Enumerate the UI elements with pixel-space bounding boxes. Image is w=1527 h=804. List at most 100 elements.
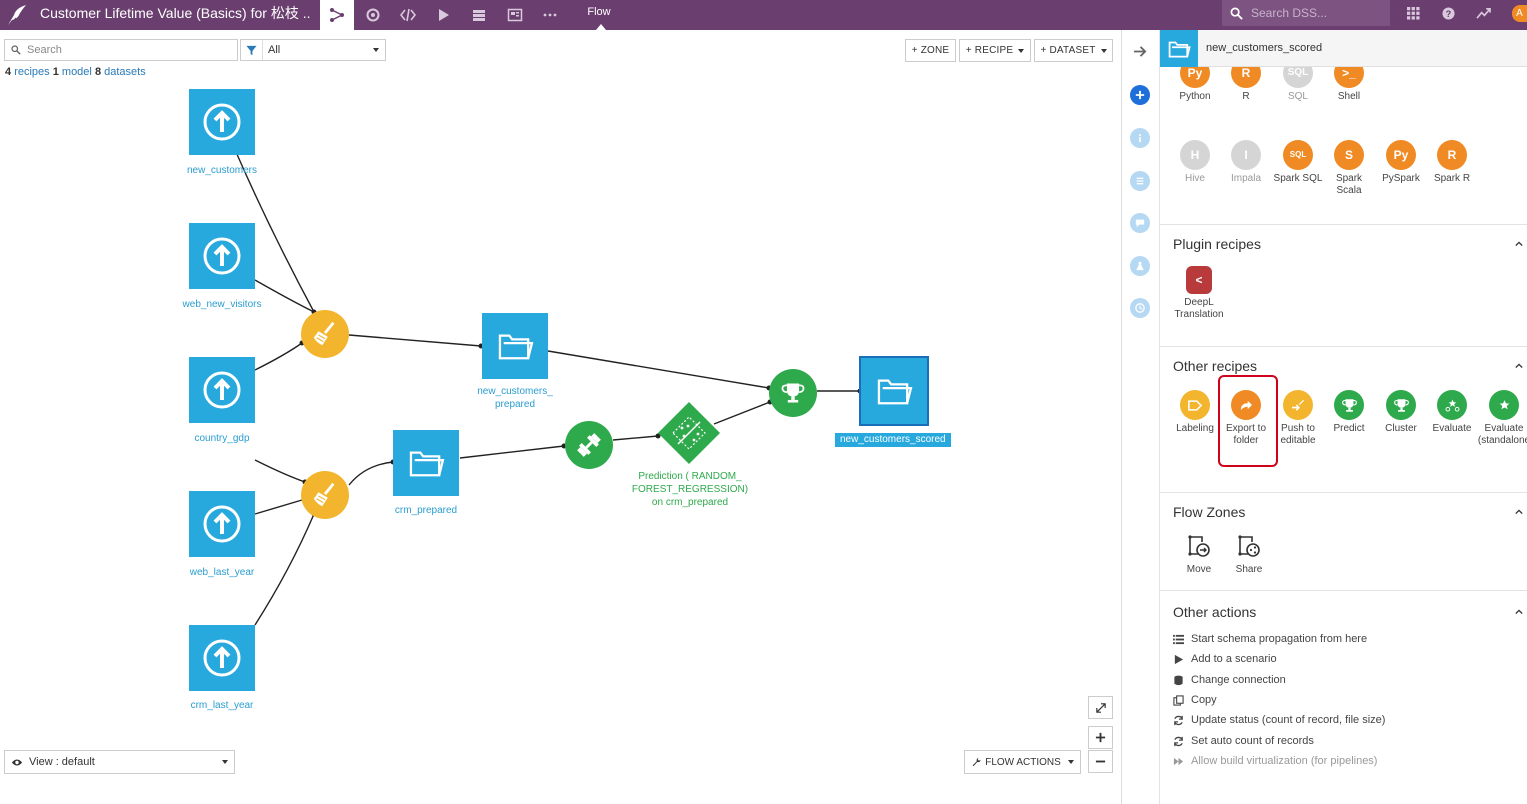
datasets-count-link[interactable]: datasets bbox=[104, 66, 146, 78]
dataset-web-new-visitors[interactable] bbox=[189, 223, 255, 289]
folder-label[interactable]: new_customers_ prepared bbox=[445, 385, 585, 411]
flow-actions-button[interactable]: FLOW ACTIONS bbox=[964, 750, 1081, 774]
spark-r-recipe[interactable]: R Spark R bbox=[1426, 140, 1478, 185]
collapse-panel-arrow-icon[interactable] bbox=[1130, 41, 1150, 61]
zoom-in-button[interactable] bbox=[1088, 726, 1113, 749]
add-dataset-button[interactable]: + DATASET bbox=[1034, 39, 1113, 62]
more-nav-icon[interactable] bbox=[533, 0, 567, 30]
folder-label-line1: new_customers_ bbox=[477, 386, 553, 397]
flow-canvas[interactable]: new_customers web_new_visitors country_g… bbox=[0, 80, 1120, 773]
chevron-up-icon[interactable] bbox=[1515, 362, 1523, 370]
copy-action[interactable]: Copy bbox=[1173, 694, 1217, 706]
saved-model-label[interactable]: Prediction ( RANDOM_ FOREST_REGRESSION) … bbox=[625, 470, 755, 509]
discussion-icon[interactable] bbox=[1130, 213, 1150, 233]
recipe-label: Predict bbox=[1333, 423, 1365, 434]
cluster-recipe[interactable]: Cluster bbox=[1375, 390, 1427, 435]
evaluate-standalone-recipe[interactable]: Evaluate (standalone bbox=[1476, 390, 1527, 447]
dataset-label[interactable]: web_last_year bbox=[189, 567, 255, 578]
dataset-label[interactable]: web_new_visitors bbox=[182, 299, 262, 310]
lab-nav-icon[interactable] bbox=[356, 0, 390, 30]
add-to-scenario-action[interactable]: Add to a scenario bbox=[1173, 653, 1277, 665]
predict-recipe[interactable]: Predict bbox=[1323, 390, 1375, 435]
allow-build-virtualization-action[interactable]: Allow build virtualization (for pipeline… bbox=[1173, 755, 1377, 767]
folder-new-customers-scored[interactable] bbox=[859, 356, 929, 426]
prepare-recipe-2[interactable] bbox=[301, 471, 349, 519]
section-divider bbox=[1160, 590, 1527, 591]
user-avatar[interactable]: A bbox=[1512, 5, 1527, 22]
dataset-new-customers[interactable] bbox=[189, 89, 255, 155]
folder-icon bbox=[498, 334, 534, 360]
change-connection-action[interactable]: Change connection bbox=[1173, 674, 1286, 686]
add-recipe-button[interactable]: + RECIPE bbox=[959, 39, 1031, 62]
selected-folder-label[interactable]: new_customers_scored bbox=[835, 433, 951, 447]
model-count-link[interactable]: model bbox=[61, 66, 92, 78]
flow-search-input[interactable] bbox=[27, 44, 227, 56]
active-view-label[interactable]: Flow bbox=[587, 6, 611, 18]
dataset-label[interactable]: country_gdp bbox=[194, 433, 250, 444]
chevron-up-icon[interactable] bbox=[1515, 508, 1523, 516]
add-item-icon[interactable] bbox=[1130, 85, 1150, 105]
dashboard-nav-icon[interactable] bbox=[498, 0, 532, 30]
chevron-up-icon[interactable] bbox=[1515, 240, 1523, 248]
dataset-label[interactable]: new_customers bbox=[186, 165, 258, 176]
apps-grid-icon[interactable] bbox=[1398, 0, 1428, 26]
dataset-crm-last-year[interactable] bbox=[189, 625, 255, 691]
view-select[interactable]: View : default bbox=[4, 750, 235, 774]
prepare-recipe-1[interactable] bbox=[301, 310, 349, 358]
spark-scala-recipe[interactable]: S Spark Scala bbox=[1323, 140, 1375, 197]
set-auto-count-action[interactable]: Set auto count of records bbox=[1173, 735, 1314, 747]
score-recipe[interactable] bbox=[769, 369, 817, 417]
code-nav-icon[interactable] bbox=[391, 0, 425, 30]
other-actions-title[interactable]: Other actions bbox=[1173, 604, 1257, 620]
flow-search-box[interactable] bbox=[4, 39, 238, 61]
share-to-zone-action[interactable]: Share bbox=[1223, 534, 1275, 576]
saved-model-diamond[interactable] bbox=[658, 402, 720, 464]
hive-recipe[interactable]: H Hive bbox=[1169, 140, 1221, 185]
plugin-recipes-title[interactable]: Plugin recipes bbox=[1173, 236, 1261, 252]
deploy-nav-icon[interactable] bbox=[462, 0, 496, 30]
folder-crm-prepared[interactable] bbox=[393, 430, 459, 496]
chevron-up-icon[interactable] bbox=[1515, 608, 1523, 616]
flow-filter-select[interactable]: All bbox=[240, 39, 386, 61]
help-icon[interactable]: ? bbox=[1433, 0, 1463, 26]
spark-sql-recipe[interactable]: SQL Spark SQL bbox=[1272, 140, 1324, 185]
dataset-country-gdp[interactable] bbox=[189, 357, 255, 423]
run-nav-icon[interactable] bbox=[426, 0, 460, 30]
folder-new-customers-prepared[interactable] bbox=[482, 313, 548, 379]
push-to-editable-recipe[interactable]: Push to editable bbox=[1272, 390, 1324, 447]
panel-header: new_customers_scored bbox=[1160, 30, 1527, 67]
start-schema-propagation-action[interactable]: Start schema propagation from here bbox=[1173, 633, 1367, 645]
info-icon[interactable] bbox=[1130, 128, 1150, 148]
deepl-translation-recipe[interactable]: < DeepL Translation bbox=[1173, 266, 1225, 321]
flow-nav-icon[interactable] bbox=[320, 0, 354, 30]
zoom-fit-button[interactable] bbox=[1088, 696, 1113, 719]
dataset-label[interactable]: crm_last_year bbox=[190, 700, 254, 711]
export-to-folder-recipe[interactable]: Export to folder bbox=[1220, 390, 1272, 447]
project-title[interactable]: Customer Lifetime Value (Basics) for 松枝 … bbox=[40, 5, 310, 21]
lab-flask-icon[interactable] bbox=[1130, 256, 1150, 276]
dataiku-bird-logo-icon[interactable] bbox=[6, 3, 28, 27]
global-search-box[interactable] bbox=[1222, 0, 1390, 26]
action-label: Copy bbox=[1191, 694, 1217, 706]
activity-trend-icon[interactable] bbox=[1468, 0, 1498, 26]
add-zone-button[interactable]: + ZONE bbox=[905, 39, 956, 62]
labeling-recipe[interactable]: Labeling bbox=[1169, 390, 1221, 435]
upload-icon bbox=[203, 371, 241, 409]
flow-zones-title[interactable]: Flow Zones bbox=[1173, 504, 1246, 520]
global-search-input[interactable] bbox=[1251, 6, 1371, 20]
update-status-action[interactable]: Update status (count of record, file siz… bbox=[1173, 714, 1385, 726]
folder-label[interactable]: crm_prepared bbox=[394, 505, 458, 516]
schema-list-icon[interactable] bbox=[1130, 171, 1150, 191]
move-to-zone-action[interactable]: Move bbox=[1173, 534, 1225, 576]
impala-recipe[interactable]: I Impala bbox=[1220, 140, 1272, 185]
pyspark-recipe[interactable]: Py PySpark bbox=[1375, 140, 1427, 185]
train-recipe[interactable] bbox=[565, 421, 613, 469]
evaluate-recipe[interactable]: Evaluate bbox=[1426, 390, 1478, 435]
pyspark-icon: Py bbox=[1386, 140, 1416, 170]
other-recipes-title[interactable]: Other recipes bbox=[1173, 358, 1258, 374]
zoom-out-button[interactable] bbox=[1088, 750, 1113, 773]
timeline-clock-icon[interactable] bbox=[1130, 298, 1150, 318]
refresh-icon bbox=[1174, 715, 1183, 725]
dataset-web-last-year[interactable] bbox=[189, 491, 255, 557]
recipes-count-link[interactable]: recipes bbox=[14, 66, 50, 78]
